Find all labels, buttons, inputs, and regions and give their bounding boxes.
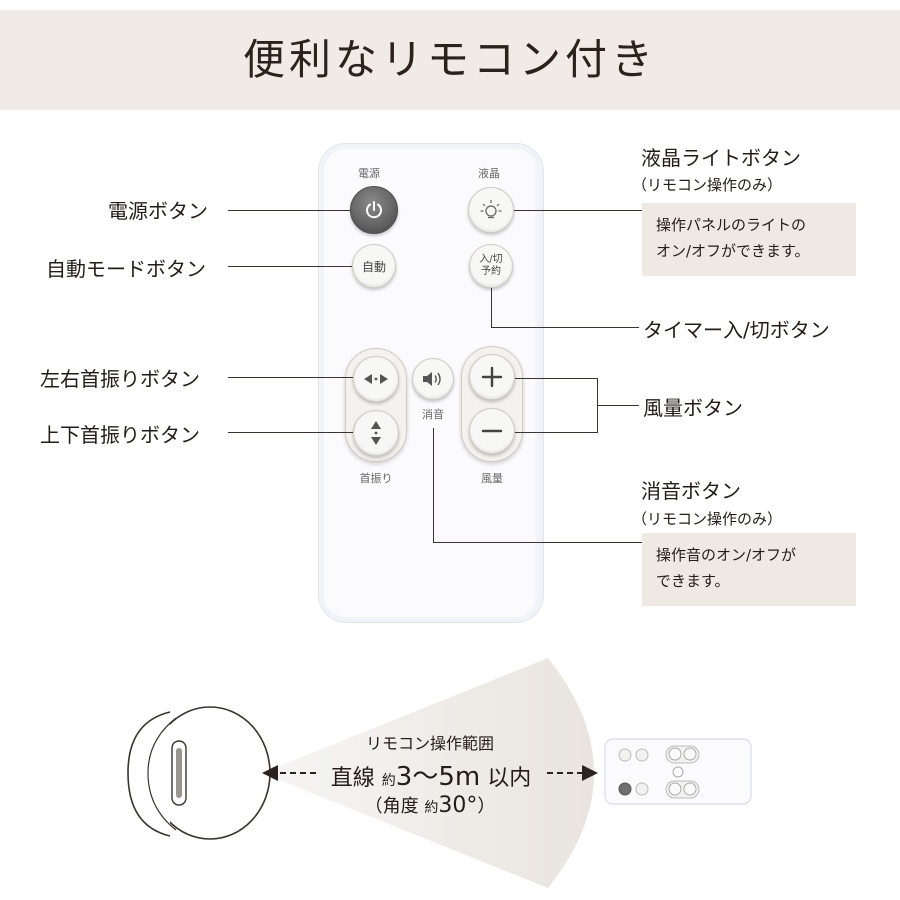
lcd-light-button[interactable] xyxy=(468,187,514,233)
leader-line-power xyxy=(228,210,350,211)
leader-line-fan-up xyxy=(515,378,598,379)
range-suffix: 以内 xyxy=(487,766,532,791)
header-band: 便利なリモコン付き xyxy=(0,10,900,110)
range-angle-open: （角度 xyxy=(364,796,419,817)
range-distance-value: 3～5m xyxy=(395,762,481,792)
range-angle-approx: 約 xyxy=(424,800,439,816)
mini-remote-illustration xyxy=(604,738,752,805)
callout-mute-sub: （リモコン操作のみ） xyxy=(632,510,783,528)
arrow-right-head xyxy=(582,765,598,781)
callout-fan: 風量ボタン xyxy=(643,396,743,420)
range-angle: （角度 約30°） xyxy=(330,792,530,818)
leader-line-timer-vertical xyxy=(491,288,492,328)
auto-mode-button[interactable]: 自動 xyxy=(352,244,396,288)
mute-note-box: 操作音のオン/オフが できます。 xyxy=(642,533,856,606)
mute-note-line-2: できます。 xyxy=(656,572,730,590)
callout-mute-title: 消音ボタン xyxy=(641,479,741,503)
callout-lr-swing: 左右首振りボタン xyxy=(40,367,200,391)
left-right-arrows-icon xyxy=(364,374,388,384)
leader-line-timer-horizontal xyxy=(491,327,639,328)
left-right-swing-button[interactable] xyxy=(353,356,399,402)
minus-icon xyxy=(481,429,503,433)
lcd-note-box: 操作パネルのライトの オン/オフができます。 xyxy=(642,203,856,276)
leader-line-auto xyxy=(228,266,352,267)
mute-button[interactable] xyxy=(412,358,454,400)
callout-lcd-sub: （リモコン操作のみ） xyxy=(632,176,783,194)
range-title: リモコン操作範囲 xyxy=(365,734,494,753)
fan-down-button[interactable] xyxy=(469,408,515,454)
callout-ud-swing: 上下首振りボタン xyxy=(40,423,200,447)
swing-label: 首振り xyxy=(359,472,393,485)
leader-line-fan-down xyxy=(515,432,598,433)
leader-line-ud-swing xyxy=(228,432,353,433)
up-down-arrows-icon xyxy=(371,421,381,445)
range-angle-value: 30° xyxy=(438,793,478,818)
mute-label: 消音 xyxy=(422,408,444,421)
lcd-note-line-2: オン/オフができます。 xyxy=(656,242,810,260)
leader-line-mute-horizontal xyxy=(433,542,642,543)
leader-line-fan xyxy=(597,405,639,406)
arrow-left-head xyxy=(262,765,278,781)
fan-up-button[interactable] xyxy=(469,354,515,400)
leader-line-lcd xyxy=(514,210,642,211)
mute-note-line-1: 操作音のオン/オフが xyxy=(656,546,797,564)
leader-line-lr-swing xyxy=(228,377,353,378)
range-line-prefix: 直線 xyxy=(330,766,375,791)
power-label: 電源 xyxy=(358,167,380,180)
range-sector xyxy=(262,658,594,888)
timer-label-top: 入/切 xyxy=(479,254,503,265)
callout-power: 電源ボタン xyxy=(108,199,208,223)
callout-lcd-title: 液晶ライトボタン xyxy=(641,146,801,170)
fan-unit-illustration xyxy=(127,706,271,840)
light-bulb-icon xyxy=(480,200,502,219)
plus-icon xyxy=(481,366,503,388)
range-angle-close: ） xyxy=(477,796,496,817)
timer-button[interactable]: 入/切 予約 xyxy=(469,244,513,288)
page-title: 便利なリモコン付き xyxy=(242,35,657,84)
power-button[interactable] xyxy=(350,186,398,234)
range-diagram xyxy=(127,658,752,888)
callout-auto: 自動モードボタン xyxy=(46,257,206,281)
auto-button-label: 自動 xyxy=(361,259,386,274)
range-approx: 約 xyxy=(381,773,396,789)
fan-label: 風量 xyxy=(481,472,503,485)
lcd-note-line-1: 操作パネルのライトの xyxy=(656,216,807,234)
speaker-icon xyxy=(423,372,441,386)
callout-timer: タイマー入/切ボタン xyxy=(643,318,830,342)
lcd-label: 液晶 xyxy=(478,167,500,180)
timer-label-bottom: 予約 xyxy=(481,266,501,277)
power-icon xyxy=(366,201,382,219)
leader-line-mute-vertical xyxy=(433,428,434,543)
range-distance: 直線 約3～5m 以内 xyxy=(318,756,544,793)
up-down-swing-button[interactable] xyxy=(353,410,399,456)
